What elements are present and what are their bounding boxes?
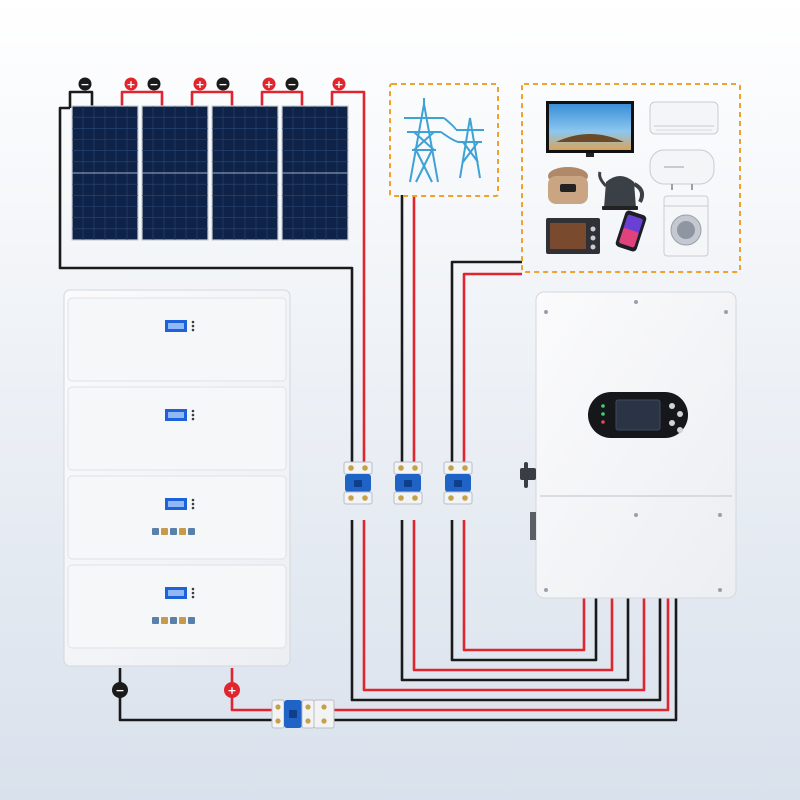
svg-text:+: +	[334, 78, 343, 91]
inverter-button[interactable]	[669, 420, 675, 426]
transmission-tower-icon	[404, 98, 484, 183]
negative-terminal-marker: −	[216, 77, 230, 91]
negative-terminal-marker: −	[285, 77, 299, 91]
solar-panel	[71, 105, 139, 241]
negative-terminal-marker: −	[78, 77, 92, 91]
positive-terminal-marker: +	[262, 77, 276, 91]
dc-switch-icon[interactable]	[520, 462, 536, 488]
status-led	[601, 404, 605, 408]
battery-module	[67, 386, 287, 471]
smartphone-icon	[615, 210, 647, 252]
negative-terminal-marker: −	[147, 77, 161, 91]
status-led	[601, 420, 605, 424]
oven-icon	[546, 218, 600, 254]
pv-positive-to-inverter-wire	[362, 520, 646, 692]
pv-string-positive-wire	[330, 90, 366, 468]
battery-module	[67, 564, 287, 649]
inverter-body	[535, 291, 737, 599]
kettle-icon	[598, 171, 644, 210]
solar-panel	[141, 105, 209, 241]
pv-string-link-2	[190, 90, 234, 108]
grid-breaker[interactable]	[393, 461, 423, 505]
svg-text:−: −	[149, 78, 158, 91]
lcd-screen	[615, 399, 661, 431]
tv-icon	[546, 101, 634, 157]
load-to-inverter-wire-2	[462, 520, 586, 652]
svg-text:−: −	[80, 78, 89, 91]
loads-frame	[521, 83, 741, 273]
breakers	[271, 461, 473, 729]
battery-terminal-icon	[152, 528, 195, 535]
rice-cooker-icon	[548, 167, 588, 204]
battery-lcd-icon	[165, 498, 195, 510]
hybrid-inverter	[520, 291, 737, 599]
battery-negative-terminal-marker: −	[112, 682, 128, 698]
battery-lcd-icon	[165, 320, 195, 332]
svg-text:+: +	[195, 78, 204, 91]
positive-terminal-marker: +	[332, 77, 346, 91]
svg-text:−: −	[218, 78, 227, 91]
pv-negative-return-wire	[58, 106, 354, 468]
grid-section	[389, 83, 499, 197]
svg-text:+: +	[126, 78, 135, 91]
svg-text:−: −	[287, 78, 296, 91]
home-loads-section	[521, 83, 741, 273]
battery-lcd-icon	[165, 587, 195, 599]
svg-text:+: +	[227, 684, 236, 697]
pv-string-link-3	[260, 90, 304, 108]
status-led	[601, 412, 605, 416]
battery-terminal-icon	[152, 617, 195, 624]
load-breaker[interactable]	[443, 461, 473, 505]
side-bracket	[530, 512, 536, 540]
battery-breaker[interactable]	[271, 699, 335, 729]
positive-terminal-marker: +	[193, 77, 207, 91]
svg-text:−: −	[115, 684, 124, 697]
water-heater-icon	[649, 149, 715, 190]
pv-string-link-1	[120, 90, 164, 108]
battery-module	[67, 475, 287, 560]
solar-panel	[281, 105, 349, 241]
pv-string-negative-wire	[68, 90, 94, 108]
positive-terminal-marker: +	[124, 77, 138, 91]
washing-machine-icon	[663, 195, 709, 257]
battery-module	[67, 297, 287, 382]
battery-stack	[63, 289, 291, 667]
load-to-inverter-wire-1	[450, 520, 598, 662]
air-conditioner-icon	[649, 101, 719, 135]
inverter-button[interactable]	[677, 411, 683, 417]
pv-breaker[interactable]	[343, 461, 373, 505]
grid-to-inverter-wire-2	[412, 520, 614, 672]
inverter-button[interactable]	[677, 427, 683, 433]
grid-frame	[389, 83, 499, 197]
svg-text:+: +	[264, 78, 273, 91]
solar-panel-array	[71, 105, 349, 241]
battery-lcd-icon	[165, 409, 195, 421]
battery-positive-terminal-marker: +	[224, 682, 240, 698]
load-line-1-wire	[450, 260, 522, 468]
inverter-button[interactable]	[669, 403, 675, 409]
polarity-markers: − + − + − + − + − +	[78, 77, 346, 698]
load-line-2-wire	[462, 272, 522, 468]
solar-panel	[211, 105, 279, 241]
pv-negative-to-inverter-wire	[350, 520, 662, 702]
grid-to-inverter-wire-1	[400, 520, 630, 682]
